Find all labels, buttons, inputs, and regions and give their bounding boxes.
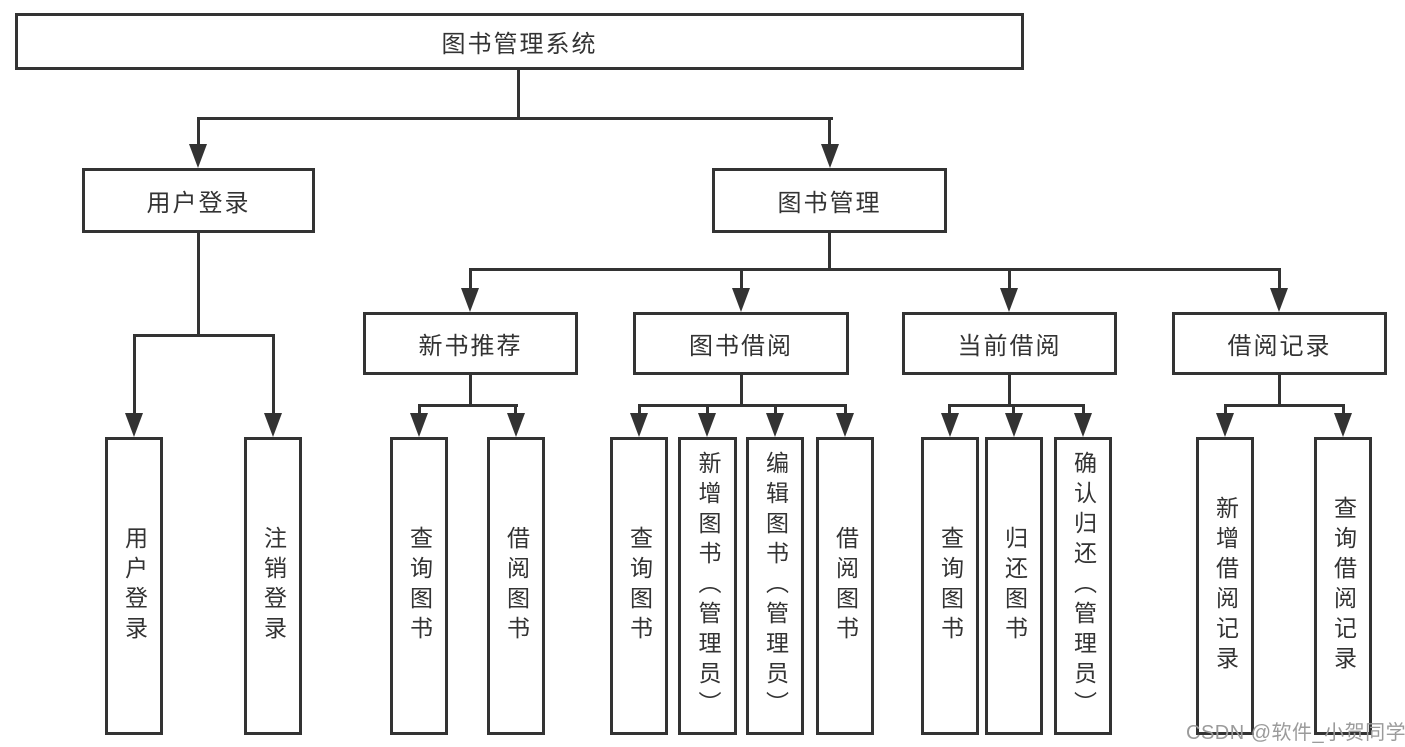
connector-line xyxy=(1278,268,1281,290)
node-label: 用户登录 xyxy=(146,190,251,217)
leaf-label: 用户登录 xyxy=(121,526,148,646)
connector-line xyxy=(1008,375,1011,406)
arrowhead-down-icon xyxy=(264,413,282,437)
connector-line xyxy=(844,404,847,415)
connector-line xyxy=(418,404,518,407)
arrowhead-down-icon xyxy=(766,413,784,437)
connector-line xyxy=(517,69,520,119)
connector-line xyxy=(706,404,709,415)
node-new-book-recommendation: 新书推荐 xyxy=(363,312,578,375)
connector-line xyxy=(1012,404,1015,415)
arrowhead-down-icon xyxy=(630,413,648,437)
connector-line xyxy=(740,375,743,406)
connector-line xyxy=(1224,404,1227,415)
connector-line xyxy=(948,404,951,415)
connector-line xyxy=(469,375,472,406)
leaf-label: 借阅图书 xyxy=(832,526,859,646)
node-label: 新书推荐 xyxy=(418,333,523,360)
arrowhead-down-icon xyxy=(941,413,959,437)
arrowhead-down-icon xyxy=(410,413,428,437)
connector-line xyxy=(740,268,743,290)
arrowhead-down-icon xyxy=(1074,413,1092,437)
arrowhead-down-icon xyxy=(1334,413,1352,437)
connector-line xyxy=(638,404,847,407)
connector-line xyxy=(948,404,1085,407)
leaf-label: 归还图书 xyxy=(1001,526,1028,646)
node-label: 图书管理 xyxy=(777,190,882,217)
watermark: CSDN @软件_小贺同学 xyxy=(1186,722,1405,744)
connector-line xyxy=(1278,375,1281,406)
connector-line xyxy=(828,233,831,270)
connector-line xyxy=(1224,404,1345,407)
node-label: 借阅记录 xyxy=(1227,333,1332,360)
leaf-edit-book-admin: 编辑图书（管理员） xyxy=(746,437,804,735)
connector-line xyxy=(272,334,275,416)
arrowhead-down-icon xyxy=(732,288,750,312)
leaf-label: 查询图书 xyxy=(937,526,964,646)
connector-line xyxy=(469,268,472,290)
arrowhead-down-icon xyxy=(125,413,143,437)
arrowhead-down-icon xyxy=(698,413,716,437)
node-label: 图书借阅 xyxy=(689,333,793,360)
connector-line xyxy=(197,233,200,336)
arrowhead-down-icon xyxy=(836,413,854,437)
leaf-confirm-return-admin: 确认归还（管理员） xyxy=(1054,437,1112,735)
leaf-label: 查询图书 xyxy=(626,526,653,646)
arrowhead-down-icon xyxy=(189,144,207,168)
connector-line xyxy=(1082,404,1085,415)
leaf-add-book-admin: 新增图书（管理员） xyxy=(678,437,737,735)
leaf-query-books: 查询图书 xyxy=(921,437,979,735)
leaf-label: 借阅图书 xyxy=(503,526,530,646)
leaf-add-borrow-record: 新增借阅记录 xyxy=(1196,437,1254,735)
leaf-borrow-books: 借阅图书 xyxy=(816,437,874,735)
connector-line xyxy=(133,334,275,337)
leaf-query-borrow-record: 查询借阅记录 xyxy=(1314,437,1372,735)
node-current-borrowing: 当前借阅 xyxy=(902,312,1117,375)
arrowhead-down-icon xyxy=(507,413,525,437)
leaf-user-login: 用户登录 xyxy=(105,437,163,735)
connector-line xyxy=(1342,404,1345,415)
node-user-login: 用户登录 xyxy=(82,168,315,233)
connector-line xyxy=(828,117,831,147)
leaf-label: 新增借阅记录 xyxy=(1212,496,1239,676)
node-borrowing-records: 借阅记录 xyxy=(1172,312,1387,375)
node-label: 图书管理系统 xyxy=(441,31,598,58)
leaf-label: 查询图书 xyxy=(406,526,433,646)
leaf-return-books: 归还图书 xyxy=(985,437,1043,735)
node-book-borrowing: 图书借阅 xyxy=(633,312,849,375)
connector-line xyxy=(418,404,421,415)
connector-line xyxy=(469,268,1281,271)
connector-line xyxy=(638,404,641,415)
connector-line xyxy=(133,334,136,416)
leaf-label: 查询借阅记录 xyxy=(1330,496,1357,676)
arrowhead-down-icon xyxy=(1270,288,1288,312)
leaf-label: 编辑图书（管理员） xyxy=(762,451,789,721)
arrowhead-down-icon xyxy=(821,144,839,168)
connector-line xyxy=(197,117,833,120)
connector-line xyxy=(774,404,777,415)
arrowhead-down-icon xyxy=(1005,413,1023,437)
connector-line xyxy=(197,117,200,147)
leaf-logout: 注销登录 xyxy=(244,437,302,735)
node-library-system: 图书管理系统 xyxy=(15,13,1024,70)
leaf-label: 注销登录 xyxy=(260,526,287,646)
leaf-label: 新增图书（管理员） xyxy=(695,451,721,721)
arrowhead-down-icon xyxy=(1000,288,1018,312)
leaf-borrow-books: 借阅图书 xyxy=(487,437,545,735)
leaf-query-books: 查询图书 xyxy=(390,437,448,735)
arrowhead-down-icon xyxy=(1216,413,1234,437)
node-book-management: 图书管理 xyxy=(712,168,947,233)
arrowhead-down-icon xyxy=(461,288,479,312)
node-label: 当前借阅 xyxy=(957,333,1062,360)
leaf-label: 确认归还（管理员） xyxy=(1070,451,1097,721)
connector-line xyxy=(1008,268,1011,290)
connector-line xyxy=(514,404,517,415)
leaf-query-books: 查询图书 xyxy=(610,437,668,735)
